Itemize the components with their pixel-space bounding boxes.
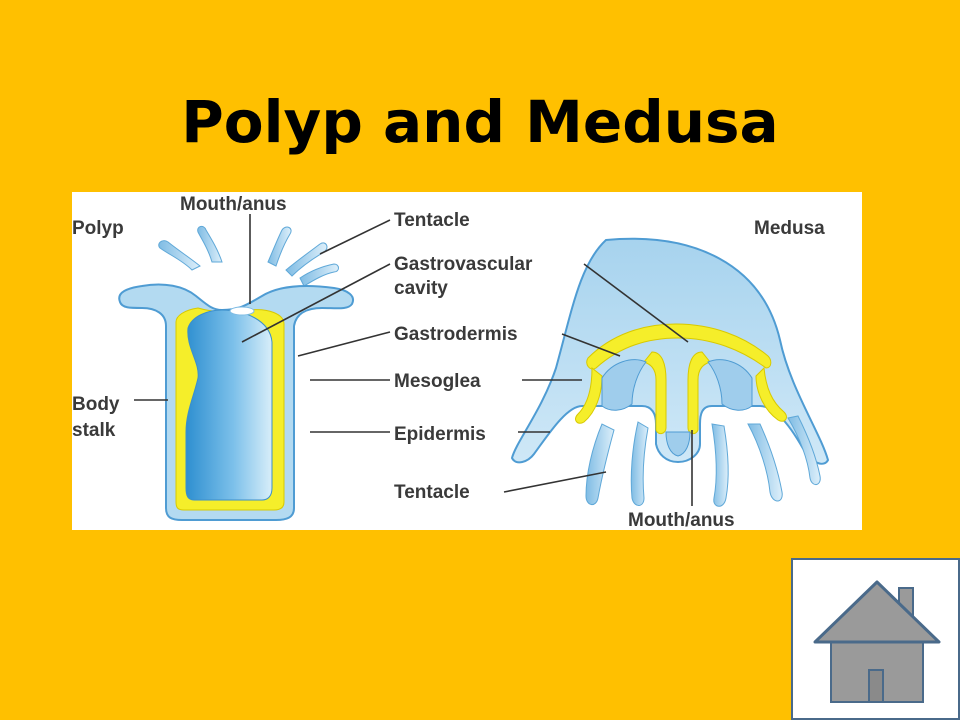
home-button[interactable] <box>791 558 960 720</box>
label-polyp: Polyp <box>72 218 124 239</box>
label-stalk: stalk <box>72 420 116 441</box>
home-icon <box>813 580 941 703</box>
label-mesoglea: Mesoglea <box>394 371 481 392</box>
polyp-illustration <box>118 225 354 521</box>
label-mouth-anus-top: Mouth/anus <box>180 194 287 215</box>
label-gastrovascular: Gastrovascular <box>394 254 533 275</box>
label-cavity: cavity <box>394 278 448 299</box>
leader-lines <box>134 214 693 506</box>
cnidarian-body-forms-diagram: Polyp Medusa Mouth/anus Tentacle Gastrov… <box>72 192 862 530</box>
slide-title: Polyp and Medusa <box>181 88 779 156</box>
label-body: Body <box>72 394 120 415</box>
medusa-illustration <box>510 237 830 507</box>
label-tentacle-bottom: Tentacle <box>394 482 470 503</box>
label-epidermis: Epidermis <box>394 424 486 445</box>
label-mouth-anus-bottom: Mouth/anus <box>628 510 735 530</box>
label-tentacle-top: Tentacle <box>394 210 470 231</box>
label-medusa: Medusa <box>754 218 825 239</box>
label-gastrodermis: Gastrodermis <box>394 324 518 345</box>
